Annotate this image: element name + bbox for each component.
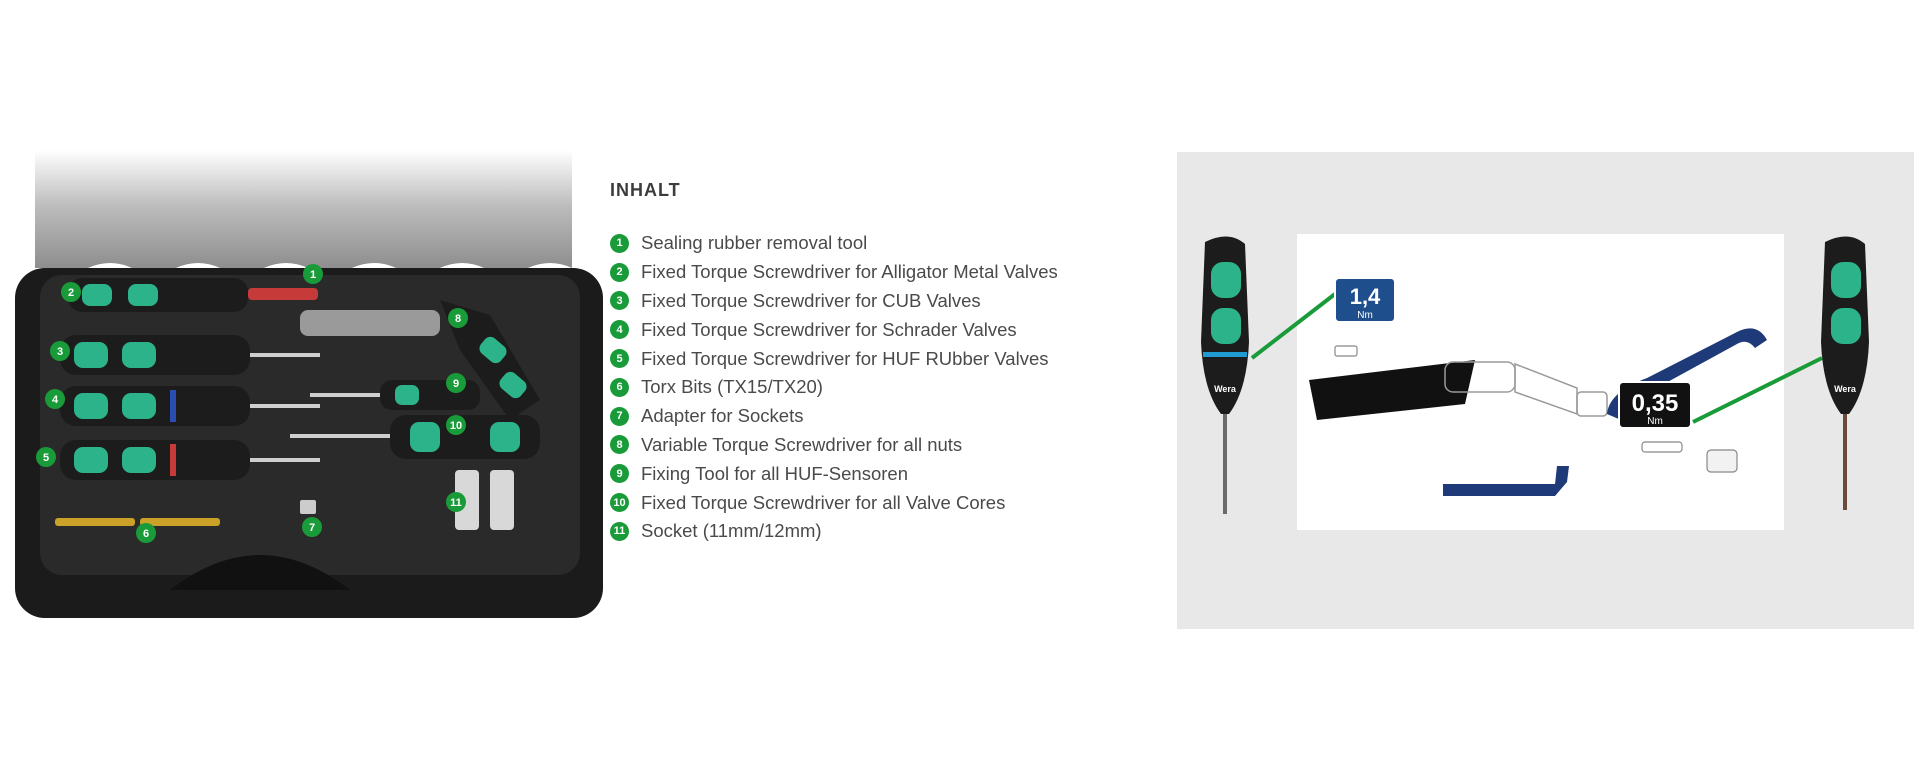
number-badge: 5 [610, 349, 629, 369]
list-item-label: Variable Torque Screwdriver for all nuts [641, 433, 963, 455]
list-item: 9 Fixing Tool for all HUF-Sensoren [610, 459, 1130, 488]
screwdriver-10 [290, 415, 540, 459]
sockets-11 [455, 470, 514, 530]
number-badge: 6 [610, 377, 629, 397]
torque-left-unit: Nm [1357, 310, 1373, 321]
number-badge: 1 [610, 233, 629, 253]
svg-text:4: 4 [52, 394, 59, 406]
screwdriver-4 [60, 386, 320, 426]
list-item: 10 Fixed Torque Screwdriver for all Valve… [610, 488, 1130, 517]
screwdriver-5 [60, 440, 320, 480]
torque-right-unit: Nm [1647, 416, 1663, 427]
screwdriver-2 [68, 278, 318, 312]
list-item-label: Fixing Tool for all HUF-Sensoren [641, 462, 908, 484]
screwdriver-3 [60, 335, 320, 375]
adapter-7 [300, 500, 316, 514]
list-item: 4 Fixed Torque Screwdriver for Schrader V… [610, 315, 1130, 344]
list-item-label: Socket (11mm/12mm) [641, 520, 822, 542]
valve-diagram-illustration: Wera 1,4 Nm 0,35 Nm [1201, 234, 1869, 530]
torque-badge-right: 0,35 Nm [1618, 381, 1692, 429]
torque-right-value: 0,35 [1632, 390, 1679, 417]
number-badge: 4 [610, 320, 629, 340]
list-item-label: Fixed Torque Screwdriver for all Valve C… [641, 491, 1006, 513]
tool-case-image: 1 2 3 4 5 6 7 8 9 10 11 [10, 150, 610, 628]
list-item-label: Fixed Torque Screwdriver for HUF RUbber … [641, 347, 1049, 369]
brand-label-right: Wera [1834, 384, 1857, 394]
list-item-label: Sealing rubber removal tool [641, 232, 868, 254]
list-item: 7 Adapter for Sockets [610, 402, 1130, 431]
list-item-label: Adapter for Sockets [641, 405, 804, 427]
brand-label-left: Wera [1214, 384, 1237, 394]
number-badge: 9 [610, 464, 629, 484]
torque-left-value: 1,4 [1350, 284, 1381, 309]
list-item: 1 Sealing rubber removal tool [610, 229, 1130, 258]
svg-text:8: 8 [455, 313, 461, 325]
list-item: 5 Fixed Torque Screwdriver for HUF RUbber… [610, 344, 1130, 373]
list-item-label: Fixed Torque Screwdriver for Schrader Va… [641, 318, 1017, 340]
number-badge: 3 [610, 291, 629, 311]
list-item-label: Fixed Torque Screwdriver for Alligator M… [641, 261, 1058, 283]
list-item: 8 Variable Torque Screwdriver for all nut… [610, 431, 1130, 460]
svg-text:9: 9 [453, 378, 459, 390]
list-item: 11 Socket (11mm/12mm) [610, 517, 1130, 546]
number-badge: 11 [610, 521, 629, 541]
number-badge: 10 [610, 493, 629, 513]
svg-text:5: 5 [43, 452, 49, 464]
list-item-label: Fixed Torque Screwdriver for CUB Valves [641, 289, 981, 311]
screwdriver-right-icon: Wera [1821, 236, 1869, 510]
torx-bits-6 [55, 518, 220, 526]
contents-heading: INHALT [610, 180, 681, 200]
svg-text:2: 2 [68, 287, 74, 299]
valve-diagram: Wera 1,4 Nm 0,35 Nm [1177, 152, 1914, 629]
tool-case-illustration: 1 2 3 4 5 6 7 8 9 10 11 [15, 150, 603, 618]
valve-icon [1444, 361, 1608, 417]
torque-badge-left: 1,4 Nm [1334, 277, 1396, 323]
svg-text:3: 3 [57, 346, 63, 358]
svg-text:7: 7 [309, 522, 315, 534]
number-badge: 2 [610, 262, 629, 282]
list-item: 6 Torx Bits (TX15/TX20) [610, 373, 1130, 402]
list-item-label: Torx Bits (TX15/TX20) [641, 376, 823, 398]
svg-text:10: 10 [450, 420, 462, 432]
variable-torque-screwdriver-8 [300, 300, 540, 420]
list-item: 3 Fixed Torque Screwdriver for CUB Valves [610, 287, 1130, 316]
number-badge: 8 [610, 435, 629, 455]
svg-text:1: 1 [310, 269, 316, 281]
number-badge: 7 [610, 406, 629, 426]
svg-text:11: 11 [450, 497, 462, 509]
list-item: 2 Fixed Torque Screwdriver for Alligator … [610, 258, 1130, 287]
svg-text:6: 6 [143, 528, 149, 540]
screwdriver-left-icon: Wera [1201, 236, 1249, 514]
